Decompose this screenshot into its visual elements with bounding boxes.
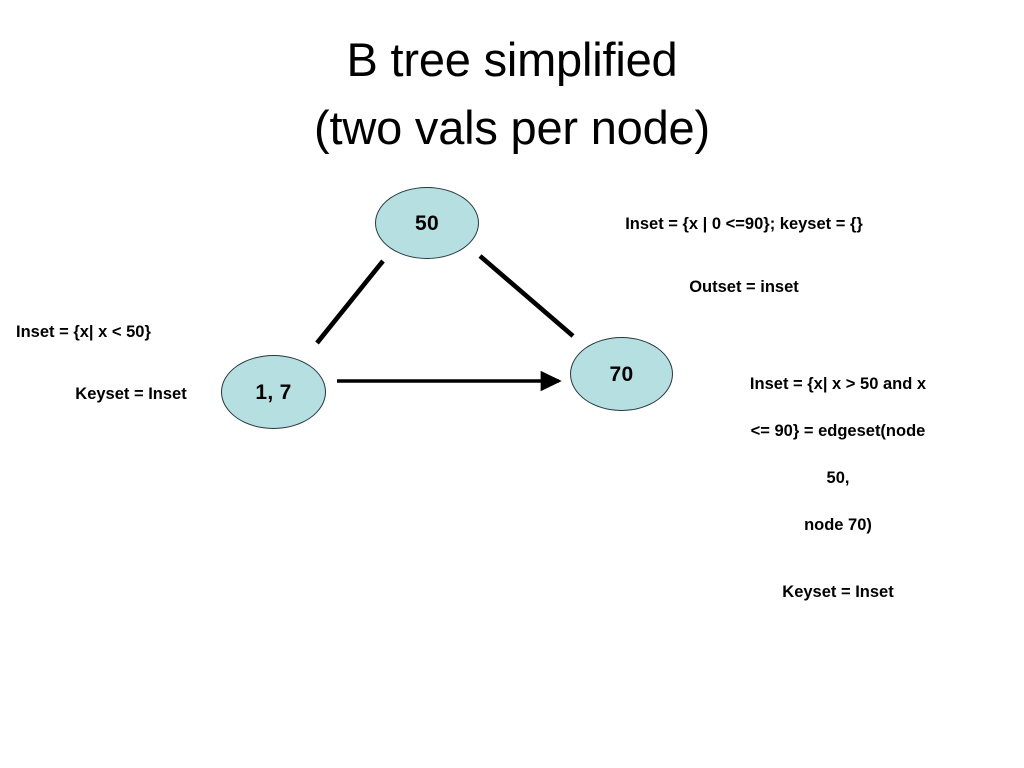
graph-node-70[interactable]: 70: [570, 337, 673, 411]
annotation-node-70-line-2: <= 90} = edgeset(node: [750, 422, 926, 441]
title-line-2: (two vals per node): [314, 101, 710, 155]
annotation-node-50-line-1: Inset = {x | 0 <=90}; keyset = {}: [625, 215, 863, 234]
annotation-node-50: Inset = {x | 0 <=90}; keyset = {} Outset…: [548, 190, 940, 323]
graph-node-70-label: 70: [609, 362, 634, 386]
annotation-node-1-7-line-1: Inset = {x| x < 50}: [16, 323, 151, 342]
annotation-node-70: Inset = {x| x > 50 and x <= 90} = edgese…: [694, 350, 982, 628]
page-title: B tree simplified (two vals per node): [0, 26, 1024, 162]
annotation-node-70-line-3: 50,: [826, 469, 850, 488]
annotation-node-50-line-2: Outset = inset: [689, 278, 799, 297]
graph-node-1-7[interactable]: 1, 7: [221, 355, 326, 429]
annotation-node-70-line-1: Inset = {x| x > 50 and x: [749, 375, 927, 394]
graph-node-1-7-label: 1, 7: [255, 380, 292, 404]
title-line-1: B tree simplified: [346, 33, 678, 86]
annotation-node-1-7-line-2: Keyset = Inset: [75, 385, 187, 404]
graph-node-50[interactable]: 50: [375, 187, 479, 259]
annotation-node-70-line-4: node 70): [804, 515, 872, 534]
edge-50-to-1-7: [315, 259, 385, 345]
annotation-node-70-line-5: Keyset = Inset: [782, 582, 894, 601]
graph-node-50-label: 50: [415, 211, 439, 235]
annotation-node-1-7: Inset = {x| x < 50} Keyset = Inset: [16, 298, 246, 430]
